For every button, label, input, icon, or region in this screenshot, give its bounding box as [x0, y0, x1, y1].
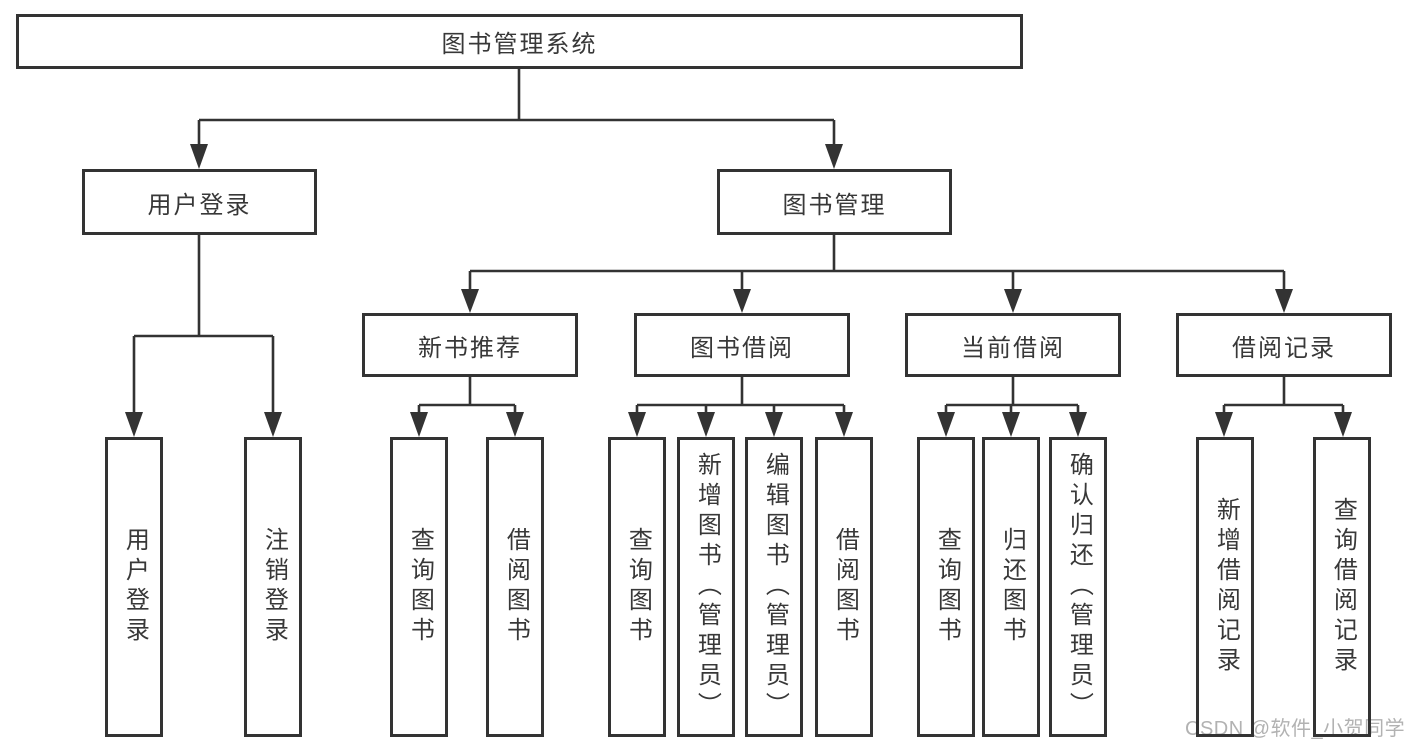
- node-user-login-label: 用户登录: [147, 191, 252, 219]
- leaf-borrow-books-borrowing: 借阅图书: [815, 437, 873, 737]
- node-book-management: 图书管理: [717, 169, 952, 235]
- leaf-user-login: 用户登录: [105, 437, 163, 737]
- connector-new-book-recommend-to-leaves: [410, 377, 524, 437]
- leaf-user-login-label: 用户登录: [121, 527, 149, 647]
- connector-user-login-to-leaves: [125, 235, 282, 437]
- csdn-watermark: CSDN @软件_小贺同学: [1185, 718, 1405, 740]
- node-book-management-label: 图书管理: [782, 191, 887, 219]
- leaf-edit-books-admin-label: 编辑图书（管理员）: [761, 452, 789, 722]
- connector-borrowing-records-to-leaves: [1215, 377, 1352, 437]
- node-new-book-recommend-label: 新书推荐: [418, 334, 522, 362]
- leaf-logout-label: 注销登录: [260, 527, 288, 647]
- leaf-logout: 注销登录: [244, 437, 302, 737]
- leaf-return-books: 归还图书: [982, 437, 1040, 737]
- node-book-borrowing-label: 图书借阅: [690, 334, 794, 362]
- node-new-book-recommend: 新书推荐: [362, 313, 578, 377]
- leaf-return-books-label: 归还图书: [998, 527, 1026, 647]
- leaf-query-borrow-record-label: 查询借阅记录: [1329, 497, 1357, 677]
- node-borrowing-records-label: 借阅记录: [1232, 334, 1336, 362]
- connector-root-to-level1: [190, 69, 843, 169]
- connector-book-borrowing-to-leaves: [628, 377, 853, 437]
- node-user-login: 用户登录: [82, 169, 317, 235]
- node-root-system: 图书管理系统: [16, 14, 1023, 69]
- leaf-add-borrow-record-label: 新增借阅记录: [1212, 497, 1240, 677]
- leaf-add-books-admin-label: 新增图书（管理员）: [693, 452, 721, 722]
- leaf-query-books-current: 查询图书: [917, 437, 975, 737]
- node-current-borrowing: 当前借阅: [905, 313, 1121, 377]
- node-root-system-label: 图书管理系统: [441, 31, 598, 58]
- leaf-confirm-return-admin: 确认归还（管理员）: [1049, 437, 1107, 737]
- leaf-query-books-recommend: 查询图书: [390, 437, 448, 737]
- leaf-query-books-borrowing: 查询图书: [608, 437, 666, 737]
- leaf-borrow-books-borrowing-label: 借阅图书: [831, 527, 859, 647]
- node-current-borrowing-label: 当前借阅: [961, 334, 1065, 362]
- leaf-query-books-current-label: 查询图书: [933, 527, 961, 647]
- node-borrowing-records: 借阅记录: [1176, 313, 1392, 377]
- leaf-add-books-admin: 新增图书（管理员）: [677, 437, 735, 737]
- connector-current-borrowing-to-leaves: [937, 377, 1087, 437]
- leaf-query-borrow-record: 查询借阅记录: [1313, 437, 1371, 737]
- leaf-query-books-recommend-label: 查询图书: [406, 527, 434, 647]
- leaf-edit-books-admin: 编辑图书（管理员）: [745, 437, 803, 737]
- connector-book-management-to-level2: [461, 235, 1293, 313]
- leaf-borrow-books-recommend-label: 借阅图书: [502, 527, 530, 647]
- leaf-borrow-books-recommend: 借阅图书: [486, 437, 544, 737]
- leaf-confirm-return-admin-label: 确认归还（管理员）: [1065, 452, 1093, 722]
- node-book-borrowing: 图书借阅: [634, 313, 850, 377]
- leaf-query-books-borrowing-label: 查询图书: [624, 527, 652, 647]
- leaf-add-borrow-record: 新增借阅记录: [1196, 437, 1254, 737]
